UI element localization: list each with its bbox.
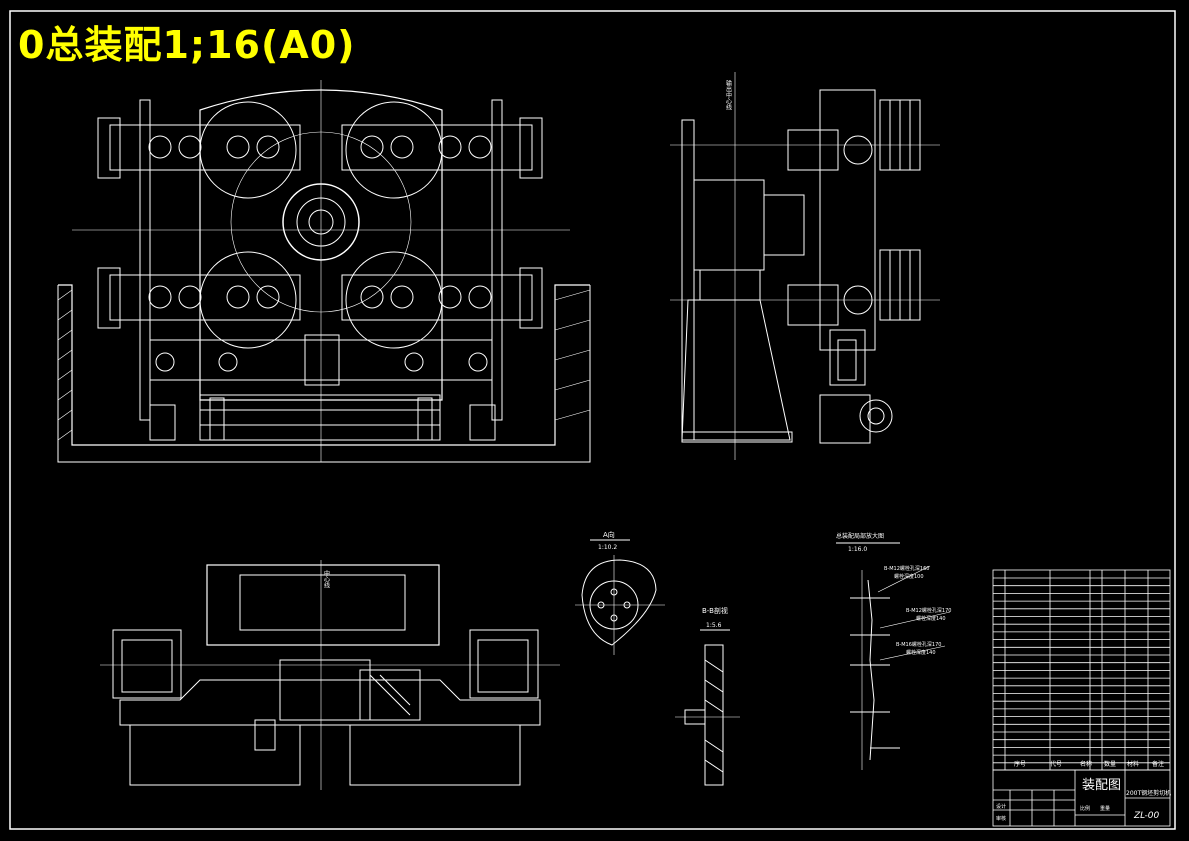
view-bb-label: B-B剖视 <box>702 606 728 615</box>
note-4: 螺栓深度140 <box>916 615 946 622</box>
title-block-product: 200T钢坯剪切机 <box>1126 789 1171 797</box>
view-a-label: A向 <box>603 530 615 539</box>
view-a-scale: 1:10.2 <box>598 544 617 551</box>
view-detail-label: 总装配局部放大图 <box>836 532 884 540</box>
note-2: 螺栓深度100 <box>894 573 924 580</box>
center-line-label-2: 中心线 <box>323 569 330 588</box>
header-qty: 数量 <box>1104 760 1116 768</box>
plan-view <box>100 560 560 790</box>
header-name: 名称 <box>1080 760 1092 768</box>
note-6: 螺栓深度140 <box>906 649 936 656</box>
title-block-number: ZL-00 <box>1133 811 1159 821</box>
side-view <box>670 72 940 460</box>
view-detail <box>836 542 951 770</box>
sign-design: 设计 <box>996 803 1006 810</box>
view-bb-scale: 1:5.6 <box>706 622 722 629</box>
title-block-name: 装配图 <box>1082 778 1121 793</box>
header-material: 材料 <box>1127 760 1139 768</box>
front-view <box>57 80 591 463</box>
note-3: B-M12螺栓孔深170 <box>906 607 951 614</box>
view-bb <box>675 629 740 786</box>
header-remark: 备注 <box>1152 760 1164 768</box>
header-code: 代号 <box>1050 760 1062 768</box>
header-seq: 序号 <box>1014 760 1026 768</box>
sign-ratio: 比例 <box>1080 805 1090 812</box>
view-detail-scale: 1:16.0 <box>848 546 867 553</box>
note-5: B-M16螺栓孔深170 <box>896 641 941 648</box>
view-a <box>575 539 665 655</box>
sign-weight: 重量 <box>1100 805 1110 812</box>
sign-check: 审核 <box>996 815 1006 822</box>
drawing-title: 0总装配1;16(A0) <box>18 23 356 67</box>
center-line-label: 输出中心线 <box>725 79 732 110</box>
note-1: B-M12螺栓孔深160 <box>884 565 929 572</box>
parts-list <box>992 569 1171 771</box>
sheet-border <box>9 10 1176 830</box>
title-block <box>992 769 1171 827</box>
